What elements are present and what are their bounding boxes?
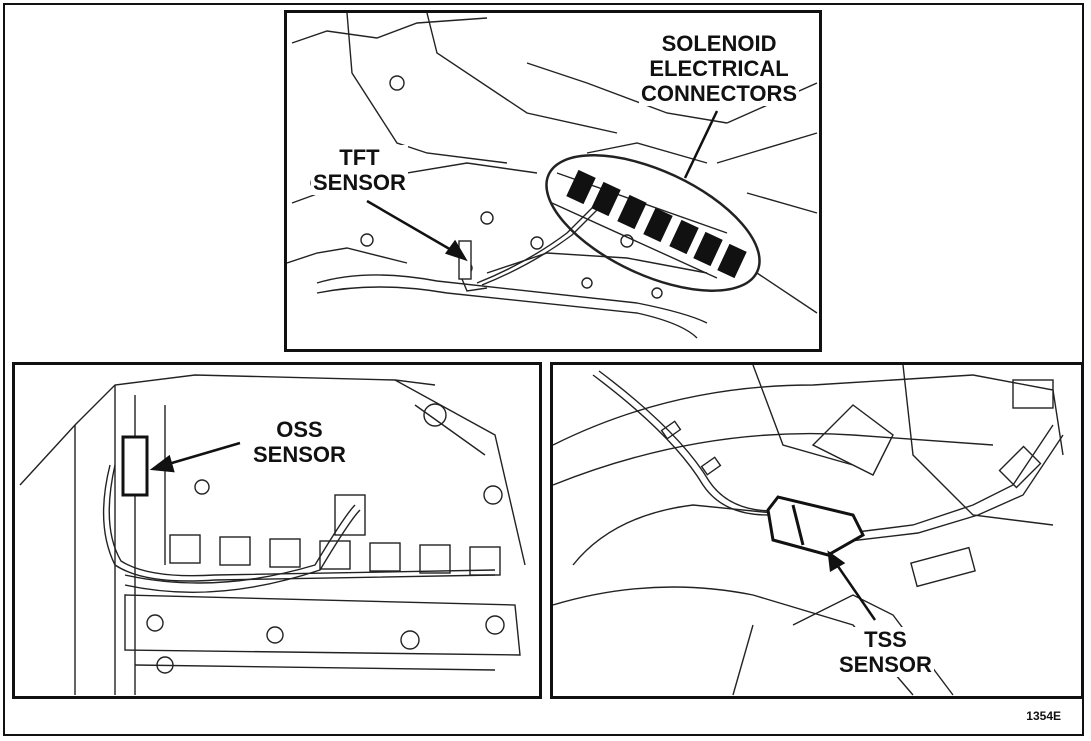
- tft-label-line-2: SENSOR: [313, 170, 406, 195]
- solenoid-connectors-label: SOLENOID ELECTRICAL CONNECTORS: [639, 31, 800, 106]
- tft-sensor-label: TFT SENSOR: [311, 145, 408, 195]
- solenoid-label-line-3: CONNECTORS: [641, 81, 798, 106]
- oss-arrowhead: [149, 454, 175, 473]
- tft-label-line-1: TFT: [339, 145, 380, 170]
- solenoid-label-line-2: ELECTRICAL: [649, 56, 789, 81]
- tss-label-line-2: SENSOR: [839, 652, 932, 677]
- right-panel-tss: TSS SENSOR: [550, 362, 1084, 699]
- tss-label-line-1: TSS: [864, 627, 907, 652]
- tss-sensor-label: TSS SENSOR: [837, 627, 934, 677]
- oss-label-line-2: SENSOR: [253, 442, 346, 467]
- solenoid-leader-line: [683, 110, 719, 179]
- transmission-oss-illustration: [19, 374, 526, 695]
- tss-sensor-shape: [766, 495, 865, 557]
- transmission-tss-illustration: [553, 365, 1064, 696]
- oss-sensor-shape: [121, 435, 149, 497]
- oss-label-line-1: OSS: [276, 417, 323, 442]
- tss-leader-line: [833, 561, 877, 621]
- tss-arrowhead: [827, 550, 846, 573]
- top-panel-solenoid-tft: SOLENOID ELECTRICAL CONNECTORS TFT SENSO…: [284, 10, 822, 352]
- left-panel-oss: OSS SENSOR: [12, 362, 542, 699]
- solenoid-label-line-1: SOLENOID: [661, 31, 777, 56]
- tft-leader-line: [366, 199, 454, 253]
- transmission-top-illustration: [287, 13, 818, 339]
- figure-number: 1354E: [1026, 709, 1061, 723]
- oss-leader-line: [164, 441, 241, 467]
- oss-sensor-label: OSS SENSOR: [251, 417, 348, 467]
- tft-arrowhead: [444, 239, 468, 262]
